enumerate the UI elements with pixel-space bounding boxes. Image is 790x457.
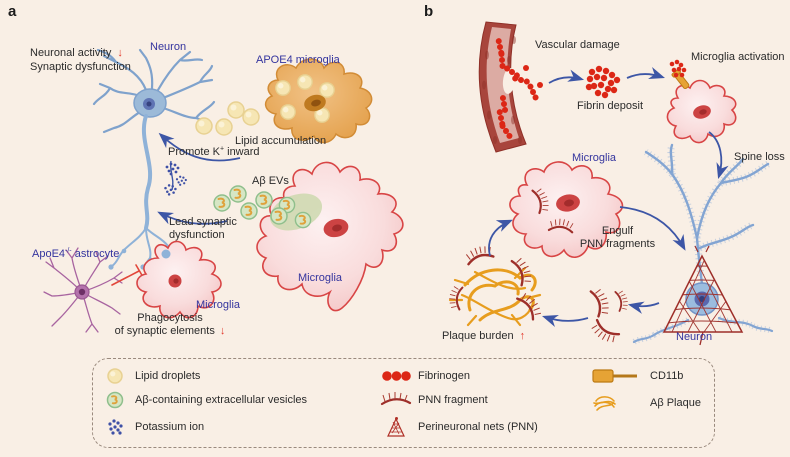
phagocytosis-label: Phagocytosis of synaptic elements ↓ [110, 312, 230, 337]
legend-label: Aβ-containing extracellular vesicles [135, 394, 308, 406]
legend-item-pnn-fragment: PNN fragment [378, 389, 488, 411]
vascular-damage-label: Vascular damage [535, 39, 620, 51]
ab-plaque-icon [588, 392, 638, 414]
legend-label: Aβ Plaque [650, 397, 701, 409]
down-arrow-icon: ↓ [219, 324, 226, 337]
ab-evs-label: Aβ EVs [252, 175, 289, 187]
lipid-droplet-trail [195, 101, 260, 136]
microglia-small-label: Microglia [196, 299, 241, 311]
lipid-accumulation-label: Lipid accumulation [235, 135, 327, 147]
promote-k-arrow [158, 132, 241, 191]
phagocytosis-line1: Phagocytosis [137, 312, 203, 324]
legend-label: Lipid droplets [135, 370, 201, 382]
spine-loss-label: Spine loss [734, 151, 785, 163]
lead-synaptic-arrow [157, 211, 228, 225]
legend-item-potassium-ion: Potassium ion [104, 416, 204, 438]
legend-label: CD11b [650, 370, 684, 382]
blood-vessel [478, 21, 543, 153]
ab-vesicle-icon [104, 389, 126, 411]
lead-synaptic-label: Lead synaptic dysfunction [169, 216, 237, 241]
legend-item-perineuronal-nets: Perineuronal nets (PNN) [378, 416, 538, 438]
legend-label: Potassium ion [135, 421, 205, 433]
legend-item-ab-vesicles: Aβ-containing extracellular vesicles [104, 389, 307, 411]
apoe4-astrocyte-pre: ApoE4 [32, 248, 66, 260]
phagocytosis-line2: of synaptic elements [114, 324, 215, 337]
legend-label: Perineuronal nets (PNN) [418, 421, 538, 433]
legend-item-ab-plaque: Aβ Plaque [588, 392, 701, 414]
fibrinogen-icon [378, 365, 414, 387]
astrocyte-cell [43, 247, 123, 333]
promote-k-label: Promote K+ inward [168, 145, 260, 159]
neuronal-activity-text: Neuronal activity [30, 47, 112, 59]
microglia-b-cell [509, 161, 624, 258]
legend-label: PNN fragment [418, 394, 488, 406]
synaptic-dysfunction-label: Synaptic dysfunction [30, 61, 131, 73]
promote-k-post: inward [224, 146, 260, 158]
apoe4-astrocyte-post: astrocyte [71, 248, 120, 260]
apoe4-astrocyte-label: ApoE4-/- astrocyte [32, 247, 120, 261]
legend-label: Fibrinogen [418, 370, 470, 382]
apoe4-microglia-label: APOE4 microglia [256, 54, 340, 66]
apoe4-microglia-cell [264, 58, 373, 144]
potassium-ion-icon [104, 416, 126, 438]
engulf-label: Engulf PNN fragments [570, 225, 665, 250]
plaque-burden-text: Plaque burden [442, 330, 514, 342]
panel-b-letter: b [424, 3, 434, 20]
fibrin-deposit-cluster [585, 65, 621, 99]
pnn-fragment-icon [378, 389, 414, 411]
perineuronal-nets-icon [378, 416, 414, 438]
fibrin-deposit-label: Fibrin deposit [577, 100, 644, 112]
legend-item-lipid-droplets: Lipid droplets [104, 365, 200, 387]
up-arrow-icon: ↑ [519, 330, 526, 342]
potassium-ions [164, 162, 187, 196]
pnn-fragments [588, 286, 630, 347]
microglia-activation-label: Microglia activation [691, 51, 785, 63]
microglia-large-label: Microglia [298, 272, 343, 284]
down-arrow-icon: ↓ [117, 47, 123, 59]
legend-item-fibrinogen: Fibrinogen [378, 365, 470, 387]
engulf-line1: Engulf [601, 225, 634, 237]
plaque-burden-label: Plaque burden ↑ [442, 330, 525, 343]
promote-k-sup: + [219, 145, 225, 153]
fibrinogen-particles [495, 37, 543, 141]
engulfed-synapse [161, 249, 171, 259]
neuron-b-label: Neuron [676, 331, 713, 343]
legend-box [92, 358, 715, 448]
engulf-line2: PNN fragments [579, 237, 656, 250]
ab-plaque [446, 242, 545, 327]
flow-arrows [488, 67, 729, 327]
microglia-a-small-cell [136, 240, 222, 319]
neuronal-activity-label: Neuronal activity ↓ [30, 47, 123, 60]
fibrin-on-receptor [669, 59, 687, 78]
phagocytosis-line2-row: of synaptic elements ↓ [110, 325, 230, 338]
apoe4-astrocyte-sup: -/- [65, 247, 72, 255]
panel-a-letter: a [8, 3, 17, 20]
activated-microglia-cell [666, 59, 737, 144]
cd11b-icon [588, 365, 638, 387]
lipid-droplet-icon [104, 365, 126, 387]
legend-item-cd11b: CD11b [588, 365, 683, 387]
neuron-a-label: Neuron [150, 41, 187, 53]
promote-k-pre: Promote K [168, 146, 220, 158]
microglia-b-label: Microglia [572, 152, 617, 164]
